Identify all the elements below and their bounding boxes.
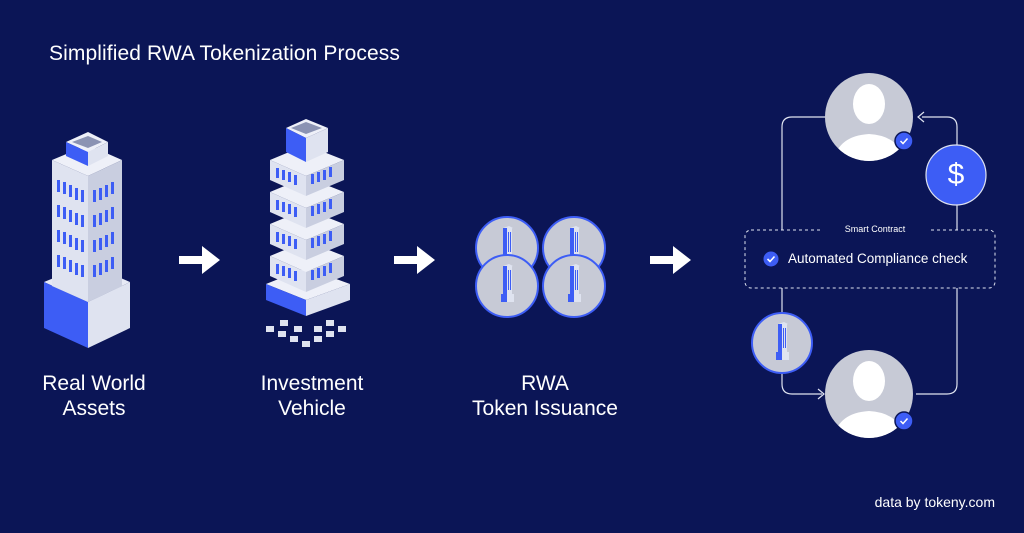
token-coin-icon [751,312,813,374]
arrow-right-icon [179,246,220,274]
dollar-coin-icon [925,144,987,206]
arrow-right-icon [650,246,691,274]
step-label-real-world-assets: Real World Assets [42,372,146,420]
step-label-rwa-token-issuance: RWA Token Issuance [472,372,618,420]
check-badge-icon [763,251,779,267]
source-credit: data by tokeny.com [874,494,995,510]
diagram-title: Simplified RWA Tokenization Process [49,42,400,65]
token-coin-icon [542,254,606,318]
token-coin-icon [475,254,539,318]
real-world-assets-building-icon [44,132,130,348]
compliance-check-text: Automated Compliance check [788,251,968,266]
user-avatar-icon [825,73,914,161]
arrowhead-icon [817,388,825,400]
token-coins-group [475,216,606,318]
user-avatar-icon [825,350,914,438]
arrowhead-icon [917,111,925,123]
arrow-right-icon [394,246,435,274]
flow-connector-lines [781,116,958,395]
smart-contract-box [744,229,996,289]
investment-vehicle-building-icon [266,119,350,347]
smart-contract-label: Smart Contract [820,224,930,234]
dollar-symbol: $ [947,158,965,191]
step-label-investment-vehicle: Investment Vehicle [260,372,364,420]
